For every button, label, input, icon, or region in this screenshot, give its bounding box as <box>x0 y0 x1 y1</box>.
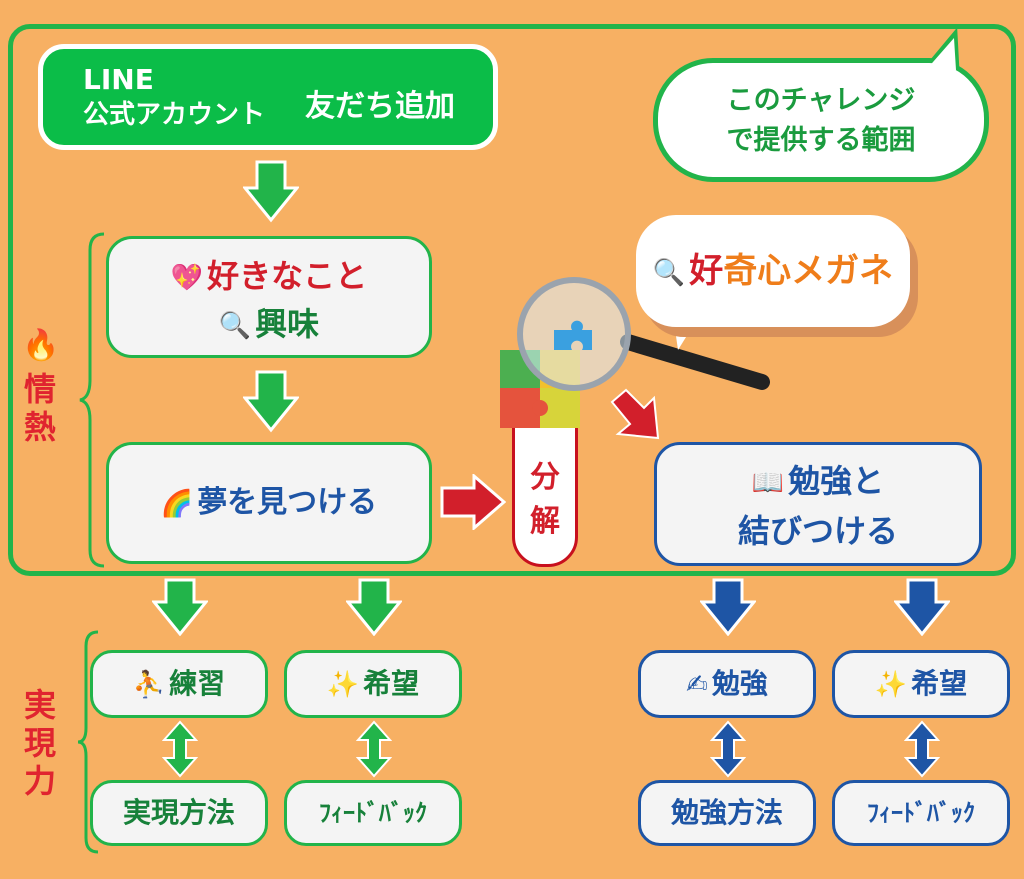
scope-bubble: このチャレンジ で提供する範囲 <box>653 58 989 182</box>
magnifying-glass-icon <box>517 277 770 391</box>
book-icon: 📖 <box>751 468 785 498</box>
diagonal-arrow-red <box>610 388 660 440</box>
down-arrow-2 <box>243 370 299 433</box>
decompose-label: 分解 <box>530 460 560 539</box>
magnifier-icon: 🔍 <box>218 311 252 341</box>
add-friend-label: 友だち追加 <box>305 89 455 124</box>
feedback-pill-right: ﾌｨｰﾄﾞﾊﾞｯｸ <box>832 780 1010 846</box>
dream-box: 🌈夢を見つける <box>106 442 432 564</box>
curiosity-glasses-bubble: 🔍好奇心メガネ <box>636 215 910 327</box>
practice-label: 練習 <box>169 667 226 700</box>
challenge-scope-frame <box>8 24 1016 576</box>
method-label-right: 勉強方法 <box>670 796 783 829</box>
fire-icon: 🔥 <box>22 328 60 363</box>
writing-hand-icon: ✍ <box>686 670 708 700</box>
glass-label-a: 好 <box>689 251 724 291</box>
down-arrow-practice <box>152 578 208 636</box>
study-connect-box: 📖勉強と 結びつける <box>654 442 982 566</box>
double-arrow-practice <box>162 720 198 778</box>
bubble-tail-cover <box>926 38 956 70</box>
line-brand-label: LINE <box>83 63 154 96</box>
study-connect-line1: 勉強と <box>788 462 885 500</box>
scope-bubble-line2: で提供する範囲 <box>726 125 916 156</box>
likes-box: 💖好きなこと 🔍興味 <box>106 236 432 358</box>
passion-label: 情熱 <box>24 370 57 446</box>
down-arrow-1 <box>243 160 299 223</box>
method-pill-left: 実現方法 <box>90 780 268 846</box>
down-arrow-hope-right <box>894 578 950 636</box>
double-arrow-hope-right <box>904 720 940 778</box>
hope-pill-left: ✨希望 <box>284 650 462 718</box>
study-pill: ✍勉強 <box>638 650 816 718</box>
double-arrow-hope-left <box>356 720 392 778</box>
interest-label: 興味 <box>255 305 320 343</box>
ability-label: 実現力 <box>24 686 57 800</box>
decompose-box: 分解 <box>512 415 578 567</box>
right-arrow-red <box>440 474 506 530</box>
heart-icon: 💖 <box>170 263 204 293</box>
double-arrow-study <box>710 720 746 778</box>
dream-label: 夢を見つける <box>197 485 378 520</box>
hope-label-left: 希望 <box>363 667 420 700</box>
down-arrow-study <box>700 578 756 636</box>
down-arrow-hope-left <box>346 578 402 636</box>
glass-label-b: 奇心メガネ <box>723 251 894 291</box>
scope-bubble-line1: このチャレンジ <box>726 85 916 116</box>
puzzle-icon <box>500 350 580 428</box>
practice-pill: ⛹練習 <box>90 650 268 718</box>
line-official-account-label: 公式アカウント <box>83 100 266 130</box>
feedback-label-right: ﾌｨｰﾄﾞﾊﾞｯｸ <box>867 799 975 827</box>
rainbow-icon: 🌈 <box>160 488 194 519</box>
hope-pill-right: ✨希望 <box>832 650 1010 718</box>
passion-brace <box>79 232 105 568</box>
hope-label-right: 希望 <box>911 667 968 700</box>
magnifier-icon: 🔍 <box>652 257 686 288</box>
method-label-left: 実現方法 <box>122 796 235 829</box>
ability-brace <box>77 630 99 854</box>
runner-icon: ⛹ <box>132 670 166 700</box>
feedback-label-left: ﾌｨｰﾄﾞﾊﾞｯｸ <box>319 799 427 827</box>
likes-label: 好きなこと <box>207 257 368 295</box>
sparkles-icon: ✨ <box>874 670 908 700</box>
method-pill-right: 勉強方法 <box>638 780 816 846</box>
study-connect-line2: 結びつける <box>737 512 898 550</box>
feedback-pill-left: ﾌｨｰﾄﾞﾊﾞｯｸ <box>284 780 462 846</box>
line-add-friend-button[interactable]: LINE 公式アカウント 友だち追加 <box>38 44 498 150</box>
study-label: 勉強 <box>711 667 768 700</box>
sparkles-icon: ✨ <box>326 670 360 700</box>
